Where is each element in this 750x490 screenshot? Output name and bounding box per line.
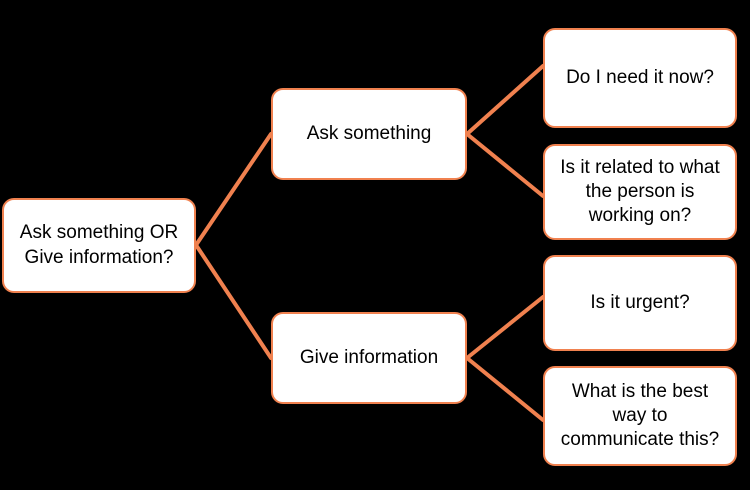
node-do-i-need-it-now-label: Do I need it now? <box>566 66 714 88</box>
node-is-it-related[interactable]: Is it related to what the person is work… <box>543 144 737 240</box>
node-ask-something[interactable]: Ask something <box>271 88 467 180</box>
connector-root-to-give <box>194 243 273 360</box>
node-best-way-to-communicate[interactable]: What is the best way to communicate this… <box>543 366 737 466</box>
connector-ask-to-need-now <box>465 64 545 136</box>
node-is-it-urgent[interactable]: Is it urgent? <box>543 255 737 351</box>
node-root[interactable]: Ask something OR Give information? <box>2 198 196 293</box>
node-best-way-to-communicate-label: What is the best way to communicate this… <box>560 380 720 451</box>
node-ask-something-label: Ask something <box>306 122 432 144</box>
node-give-information-label: Give information <box>299 346 439 368</box>
node-do-i-need-it-now[interactable]: Do I need it now? <box>543 28 737 128</box>
node-is-it-related-label: Is it related to what the person is work… <box>560 156 720 227</box>
connector-ask-to-related <box>465 132 545 198</box>
connector-root-to-ask <box>194 132 273 247</box>
connector-give-to-best-way <box>465 356 545 422</box>
node-root-label: Ask something OR Give information? <box>19 222 179 268</box>
connector-give-to-urgent <box>465 295 545 360</box>
node-give-information[interactable]: Give information <box>271 312 467 404</box>
node-is-it-urgent-label: Is it urgent? <box>590 291 690 313</box>
